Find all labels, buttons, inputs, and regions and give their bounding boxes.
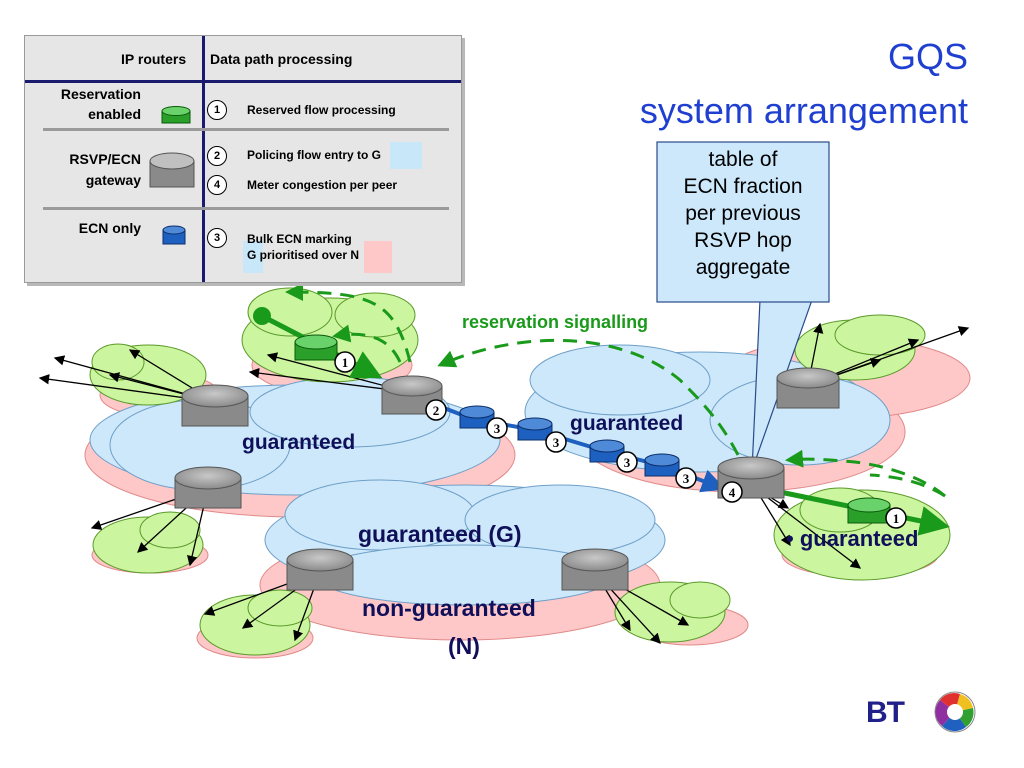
label-guaranteed: guaranteed bbox=[570, 412, 684, 435]
ecn-router-icon bbox=[644, 453, 680, 477]
gateway-router-icon bbox=[381, 375, 443, 415]
legend-item-text: Bulk ECN marking bbox=[247, 232, 352, 246]
reservation-signalling-path bbox=[285, 283, 946, 498]
svg-text:3: 3 bbox=[553, 435, 560, 450]
legend-header-divider bbox=[25, 80, 461, 83]
bt-logo-text: BT bbox=[866, 696, 905, 729]
legend-item-text: Reserved flow processing bbox=[247, 103, 396, 117]
ecn-routers bbox=[459, 405, 680, 477]
reservation-router-icon bbox=[847, 497, 891, 524]
label-guaranteed: • guaranteed bbox=[786, 526, 919, 551]
legend-header-processing: Data path processing bbox=[210, 51, 353, 67]
legend-row-label: gateway bbox=[85, 172, 141, 188]
highlight-g bbox=[390, 142, 422, 169]
reservation-routers bbox=[294, 334, 891, 524]
path-badge: 3 bbox=[545, 431, 567, 453]
label-non-guaranteed: non-guaranteed bbox=[362, 595, 536, 621]
gateway-router-icon bbox=[149, 152, 195, 188]
svg-text:1: 1 bbox=[893, 511, 900, 526]
legend-number-badge: 4 bbox=[207, 175, 227, 195]
path-badge: 2 bbox=[425, 399, 447, 421]
legend-row-label: RSVP/ECN bbox=[69, 151, 141, 167]
reservation-signalling-label: reservation signalling bbox=[462, 312, 649, 332]
gateway-router-icon bbox=[776, 367, 840, 409]
highlight-n bbox=[364, 241, 392, 273]
label-guaranteed-g: guaranteed (G) bbox=[358, 521, 522, 547]
reservation-router-icon bbox=[161, 106, 191, 124]
gateway-router-icon bbox=[174, 466, 242, 509]
legend-row-label: Reservation bbox=[60, 86, 141, 102]
highlight-g bbox=[243, 241, 263, 273]
legend-item-text: Policing flow entry to G bbox=[247, 148, 382, 162]
legend-number-badge: 2 bbox=[207, 146, 227, 166]
legend-column-divider bbox=[202, 36, 205, 282]
label-guaranteed: guaranteed bbox=[242, 431, 356, 454]
page-title-line2: system arrangement bbox=[639, 90, 968, 131]
path-badge: 1 bbox=[885, 507, 907, 529]
label-guaranteed-text: guaranteed bbox=[799, 526, 919, 551]
svg-text:3: 3 bbox=[624, 455, 631, 470]
callout-line: ECN fraction bbox=[683, 175, 803, 198]
label-non-guaranteed-n: (N) bbox=[448, 633, 480, 659]
ecn-router-icon bbox=[589, 439, 625, 463]
legend-row-label: ECN only bbox=[78, 220, 141, 236]
callout-line: RSVP hop bbox=[694, 229, 792, 252]
callout-line: per previous bbox=[685, 202, 801, 225]
path-badge: 3 bbox=[675, 467, 697, 489]
svg-text:4: 4 bbox=[729, 485, 736, 500]
svg-text:3: 3 bbox=[683, 471, 690, 486]
callout-box bbox=[656, 141, 830, 303]
legend-row-divider bbox=[43, 207, 449, 210]
path-badge: 3 bbox=[486, 417, 508, 439]
legend-row-divider bbox=[43, 128, 449, 131]
path-badge: 3 bbox=[616, 451, 638, 473]
legend-row-label: enabled bbox=[88, 106, 141, 122]
legend-header-routers: IP routers bbox=[121, 51, 187, 67]
gateway-router-icon bbox=[181, 384, 249, 427]
callout-line: table of bbox=[708, 148, 778, 171]
gateway-routers bbox=[174, 367, 840, 591]
legend-number-badge: 3 bbox=[207, 228, 227, 248]
callout-line: aggregate bbox=[695, 256, 791, 279]
svg-text:2: 2 bbox=[433, 403, 440, 418]
path-badge: 1 bbox=[334, 351, 356, 373]
legend-item-text: G prioritised over N bbox=[247, 248, 360, 262]
ecn-router-icon bbox=[517, 417, 553, 441]
reservation-router-icon bbox=[294, 334, 338, 361]
legend-number-badge: 1 bbox=[207, 100, 227, 120]
legend-item-text: Meter congestion per peer bbox=[247, 178, 398, 192]
bt-logo-globe-icon bbox=[934, 691, 976, 733]
path-badge: 4 bbox=[721, 481, 743, 503]
gateway-router-icon bbox=[286, 548, 354, 591]
legend-table: IP routers Data path processing Reservat… bbox=[24, 35, 462, 283]
page-title-line1: GQS bbox=[887, 36, 968, 77]
gateway-router-icon bbox=[561, 548, 629, 591]
path-number-badges: 1 2 3 3 3 3 4 1 bbox=[334, 351, 907, 529]
svg-text:3: 3 bbox=[494, 421, 501, 436]
ecn-router-icon bbox=[162, 224, 188, 246]
svg-text:1: 1 bbox=[342, 355, 349, 370]
callout-text: table of ECN fraction per previous RSVP … bbox=[657, 146, 829, 281]
